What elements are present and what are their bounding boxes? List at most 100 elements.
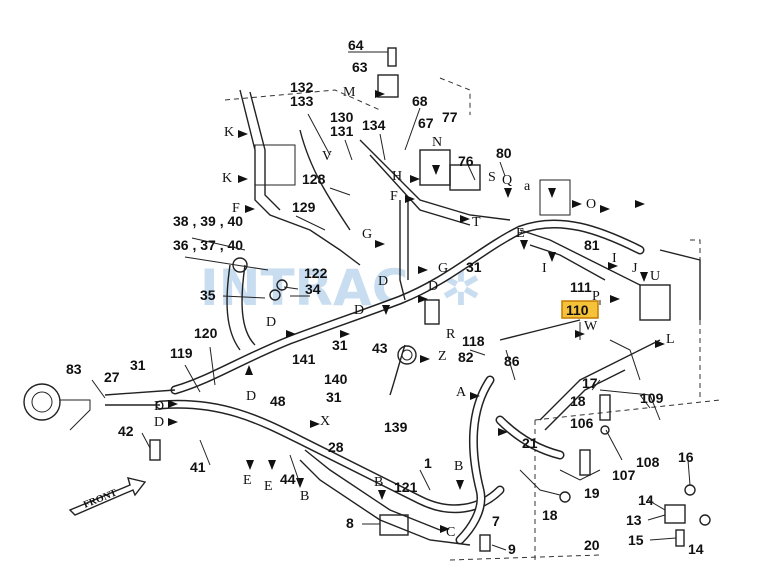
bolt-9 [479,534,491,552]
svg-text:19: 19 [584,485,600,501]
front-arrow [68,477,147,516]
svg-text:Z: Z [438,349,447,364]
connector-group-132 [254,144,296,186]
svg-text:O: O [586,197,596,212]
svg-text:R: R [446,327,456,342]
svg-text:D: D [428,279,438,294]
svg-text:G: G [438,261,448,276]
bracket-U [639,284,671,321]
svg-text:P: P [592,289,600,304]
svg-text:63: 63 [352,59,368,75]
svg-text:A: A [456,385,467,400]
svg-text:48: 48 [270,393,286,409]
svg-text:N: N [432,135,442,150]
svg-text:128: 128 [302,171,326,187]
svg-text:13: 13 [626,512,642,528]
letter-labels: M K K V F H N S Q a O F G G T E I J U I … [154,85,675,540]
svg-text:17: 17 [582,375,598,391]
svg-text:139: 139 [384,419,408,435]
svg-text:9: 9 [508,541,516,557]
svg-text:E: E [243,473,252,488]
svg-text:76: 76 [458,153,474,169]
svg-text:31: 31 [466,259,482,275]
svg-text:1: 1 [424,455,432,471]
svg-text:120: 120 [194,325,218,341]
svg-text:31: 31 [130,357,146,373]
svg-text:18: 18 [570,393,586,409]
svg-text:118: 118 [462,333,485,349]
svg-text:134: 134 [362,117,386,133]
bolt-19 [579,449,591,476]
svg-text:31: 31 [326,389,342,405]
svg-text:B: B [374,475,383,490]
svg-text:B: B [454,459,463,474]
svg-text:119: 119 [170,345,193,361]
svg-text:D: D [266,315,276,330]
bolt-64 [387,47,397,67]
svg-text:H: H [392,169,402,184]
svg-text:31: 31 [332,337,348,353]
svg-text:21: 21 [522,435,538,451]
svg-text:8: 8 [346,515,354,531]
svg-text:D: D [246,389,256,404]
front-label: FRONT [82,487,119,510]
svg-text:82: 82 [458,349,474,365]
svg-text:43: 43 [372,340,388,356]
svg-text:44: 44 [280,471,296,487]
svg-text:14: 14 [688,541,704,557]
svg-text:J: J [632,261,638,276]
connector-83 [23,383,61,421]
svg-text:83: 83 [66,361,82,377]
svg-text:Q: Q [502,173,512,188]
svg-text:129: 129 [292,199,316,215]
svg-text:41: 41 [190,459,206,475]
svg-text:I: I [612,251,617,266]
bracket-13 [664,504,686,524]
svg-text:28: 28 [328,439,344,455]
svg-text:E: E [264,479,273,494]
svg-text:81: 81 [584,237,600,253]
svg-text:G: G [362,227,372,242]
svg-text:140: 140 [324,371,348,387]
svg-text:L: L [666,332,675,347]
svg-text:141: 141 [292,351,316,367]
bracket-63 [377,74,399,98]
highlight-110 [561,300,599,319]
svg-text:C: C [446,525,455,540]
svg-text:42: 42 [118,423,134,439]
svg-text:W: W [584,319,598,334]
svg-text:131: 131 [330,123,354,139]
bolt-15 [675,529,685,547]
svg-text:111: 111 [570,279,592,295]
svg-text:34: 34 [305,281,321,297]
svg-text:64: 64 [348,37,364,53]
svg-text:68: 68 [412,93,428,109]
bolt-42 [149,439,161,461]
svg-text:108: 108 [636,454,660,470]
svg-text:U: U [650,269,660,284]
part-labels: 64 63 68 132 133 130 131 134 67 77 76 80… [66,37,704,557]
svg-text:F: F [232,201,240,216]
svg-text:D: D [154,415,164,430]
svg-text:T: T [472,215,481,230]
svg-text:121: 121 [394,479,418,495]
svg-text:107: 107 [612,467,636,483]
svg-text:7: 7 [492,513,500,529]
svg-text:20: 20 [584,537,600,553]
svg-text:27: 27 [104,369,120,385]
svg-text:D: D [154,399,164,414]
svg-text:109: 109 [640,390,664,406]
svg-text:14: 14 [638,492,654,508]
svg-text:F: F [390,189,398,204]
svg-text:K: K [224,125,234,140]
svg-text:E: E [516,226,525,241]
svg-text:S: S [488,170,496,185]
svg-text:V: V [322,149,332,164]
svg-text:I: I [542,261,547,276]
svg-text:D: D [354,303,364,318]
part-label-highlight: 110 [566,302,589,318]
svg-text:18: 18 [542,507,558,523]
svg-text:M: M [343,85,356,100]
